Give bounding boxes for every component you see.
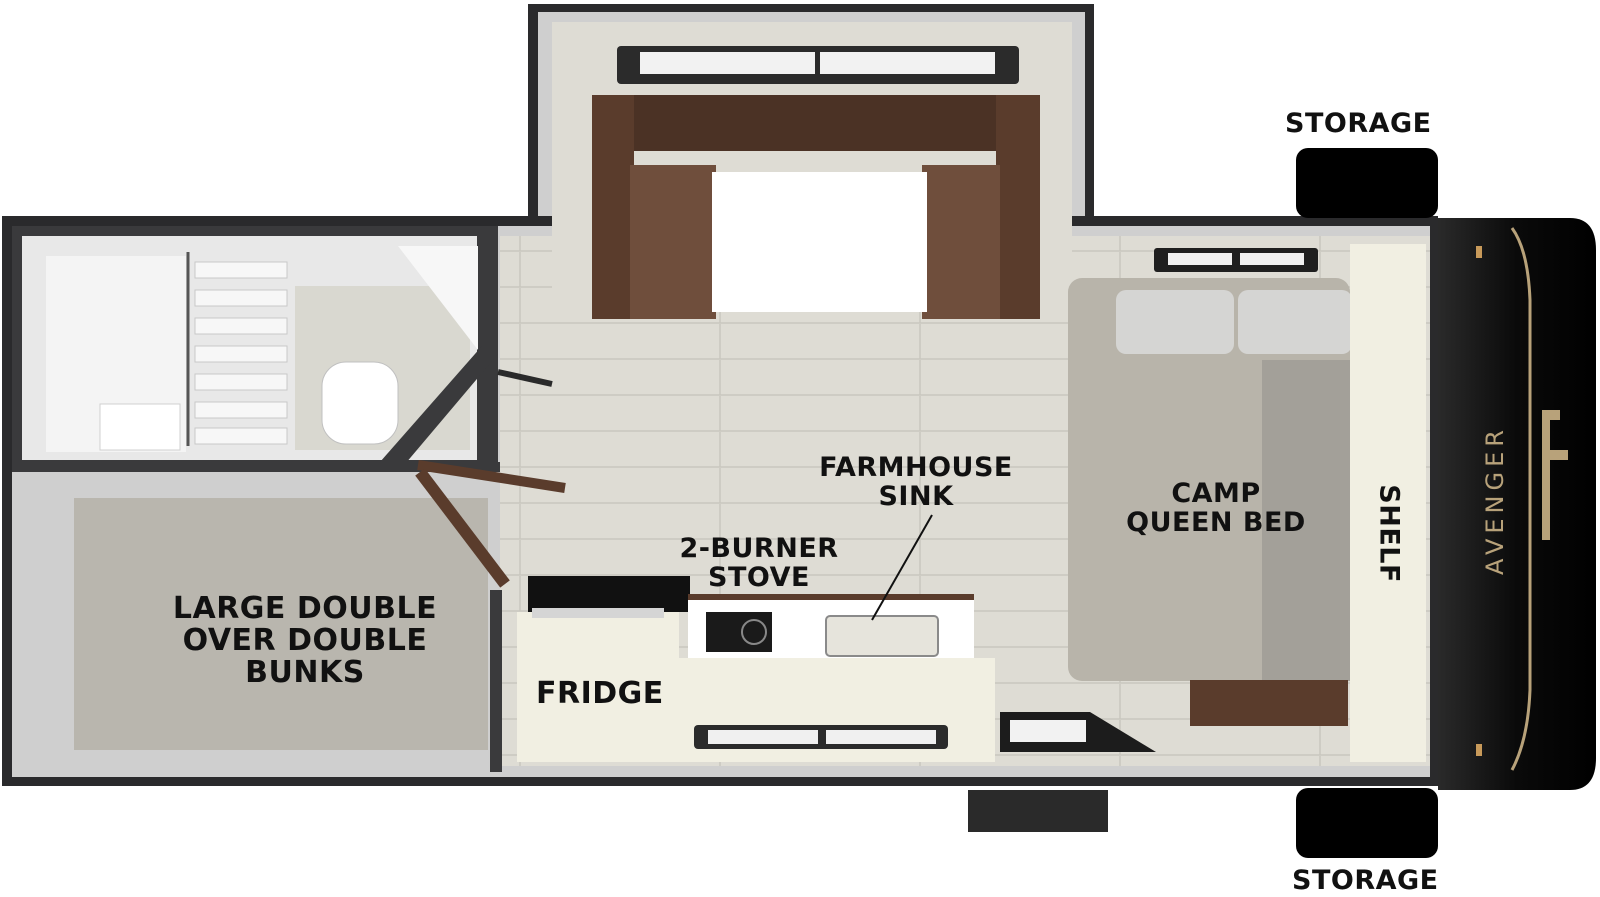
bed-label: CAMP QUEEN BED — [1116, 478, 1316, 538]
bathroom-door — [417, 460, 566, 493]
shower — [99, 403, 181, 451]
bunk-mattress — [74, 498, 488, 750]
toilet — [321, 361, 399, 445]
front-shelf — [1350, 244, 1426, 762]
bunks-label: LARGE DOUBLE OVER DOUBLE BUNKS — [155, 593, 455, 688]
fridge-label: FRIDGE — [536, 676, 664, 711]
stove-label-line-2: STOVE — [708, 561, 810, 593]
sofa-left-seat — [630, 165, 716, 319]
bunks-label-line-1: LARGE DOUBLE — [172, 591, 438, 626]
bunk-door — [415, 468, 510, 588]
storage-bottom-label: STORAGE — [1292, 865, 1439, 896]
brand-name: AVENGER — [1481, 425, 1509, 575]
bunks-label-line-3: BUNKS — [245, 654, 365, 690]
pillow-left — [1116, 290, 1234, 354]
sofa-right-seat — [922, 165, 1000, 319]
sink-leader-line — [871, 514, 933, 621]
dinette-table — [712, 172, 927, 312]
storage-top-label: STORAGE — [1285, 108, 1432, 139]
storage-bottom — [1296, 788, 1438, 858]
sink-label: FARMHOUSE SINK — [808, 452, 1024, 512]
bed-label-line-2: QUEEN BED — [1126, 506, 1306, 538]
front-cap — [1438, 218, 1596, 790]
brand-logo-icon — [1542, 410, 1568, 540]
sofa-back — [592, 95, 1040, 151]
bunks-label-line-2: OVER DOUBLE — [182, 622, 428, 658]
storage-top — [1296, 148, 1438, 218]
stove-label-line-1: 2-BURNER — [679, 533, 839, 564]
exterior-step — [968, 790, 1108, 832]
bed-label-line-1: CAMP — [1171, 478, 1261, 509]
sofa-right-arm — [996, 95, 1040, 319]
sink-label-line-1: FARMHOUSE — [819, 452, 1013, 483]
cooktop — [706, 612, 772, 652]
farmhouse-sink — [825, 615, 939, 657]
stove — [528, 576, 690, 612]
shelf-label: SHELF — [1373, 484, 1405, 583]
nightstand — [1190, 680, 1348, 726]
stove-label: 2-BURNER STOVE — [674, 533, 844, 593]
sink-label-line-2: SINK — [878, 480, 954, 512]
bath-shelves — [194, 261, 288, 445]
sofa-left-arm — [592, 95, 634, 319]
fridge — [517, 612, 679, 762]
pillow-right — [1238, 290, 1352, 354]
